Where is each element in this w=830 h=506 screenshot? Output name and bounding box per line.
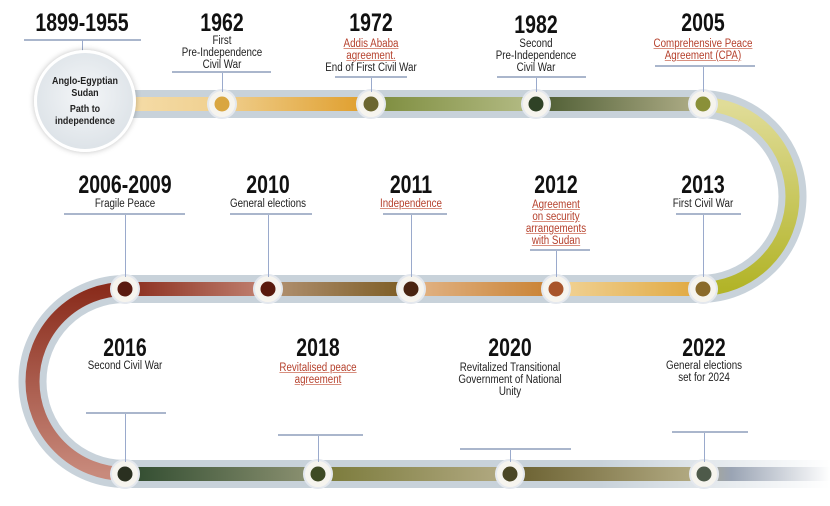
connector-bar: [497, 76, 586, 78]
connector-stem: [536, 78, 537, 92]
connector-stem: [703, 215, 704, 277]
timeline-node: [541, 274, 571, 304]
event-link[interactable]: Agreement (CPA): [664, 50, 742, 62]
node-dot: [117, 466, 133, 482]
connector-stem: [556, 251, 557, 277]
connector-bar: [676, 213, 741, 215]
event-link[interactable]: Comprehensive Peace: [653, 38, 753, 50]
event-description: Pre-Independence: [495, 50, 577, 62]
event-description: Second Civil War: [87, 360, 163, 372]
connector-stem: [411, 215, 412, 277]
connector-stem: [125, 215, 126, 277]
timeline-node: [207, 89, 237, 119]
event-description: Civil War: [202, 59, 242, 71]
node-dot: [403, 281, 419, 297]
connector-stem: [371, 78, 372, 92]
node-dot: [695, 281, 711, 297]
node-dot: [696, 466, 712, 482]
event-description: Second: [519, 38, 553, 50]
connector-bar: [64, 213, 185, 215]
event-year: 2022: [682, 334, 726, 362]
connector-bar: [278, 434, 363, 436]
event-description: set for 2024: [678, 372, 730, 384]
event-year: 2013: [681, 171, 725, 199]
timeline-node: [521, 89, 551, 119]
timeline-node: [688, 89, 718, 119]
event-link[interactable]: Revitalised peace: [279, 362, 357, 374]
event-description: End of First Civil War: [325, 62, 417, 74]
event-link[interactable]: agreement.: [346, 50, 396, 62]
timeline-node: [495, 459, 525, 489]
node-dot: [502, 466, 518, 482]
connector-bar: [655, 65, 755, 67]
event-year: 2020: [488, 334, 532, 362]
connector-stem: [703, 67, 704, 92]
event-description: Unity: [498, 386, 522, 398]
event-year: 2011: [389, 171, 433, 199]
event-year: 1982: [514, 11, 558, 39]
connector-stem: [125, 414, 126, 462]
event-description: General elections: [229, 198, 307, 210]
connector-bar: [460, 448, 571, 450]
event-link[interactable]: on security: [532, 211, 580, 223]
event-year: 2006-2009: [78, 171, 172, 199]
connector-bar: [335, 76, 407, 78]
node-dot: [528, 96, 544, 112]
node-dot: [695, 96, 711, 112]
connector-stem: [704, 433, 705, 462]
origin-connector-stem: [82, 40, 83, 52]
event-description: First: [212, 35, 232, 47]
connector-stem: [268, 215, 269, 277]
connector-stem: [318, 436, 319, 462]
timeline-node: [110, 274, 140, 304]
connector-stem: [222, 73, 223, 92]
connector-bar: [86, 412, 166, 414]
timeline-node: [303, 459, 333, 489]
origin-subtitle: Path to independence: [54, 103, 116, 127]
event-description: Pre-Independence: [181, 47, 263, 59]
event-year: 1972: [349, 9, 393, 37]
event-link[interactable]: with Sudan: [531, 235, 581, 247]
origin-circle: Anglo-Egyptian Sudan Path to independenc…: [34, 50, 136, 152]
event-link[interactable]: Agreement: [532, 199, 580, 211]
event-description: First Civil War: [672, 198, 734, 210]
event-year: 2018: [296, 334, 340, 362]
event-description: General elections: [665, 360, 743, 372]
connector-bar: [383, 213, 447, 215]
event-year: 2005: [681, 9, 725, 37]
event-description: Fragile Peace: [94, 198, 156, 210]
node-dot: [548, 281, 564, 297]
event-link[interactable]: Independence: [380, 198, 442, 210]
connector-bar: [172, 71, 271, 73]
node-dot: [214, 96, 230, 112]
event-link[interactable]: agreement: [294, 374, 342, 386]
node-dot: [310, 466, 326, 482]
event-year: 2016: [103, 334, 147, 362]
connector-stem: [510, 450, 511, 462]
origin-year: 1899-1955: [35, 9, 129, 37]
timeline-node: [396, 274, 426, 304]
event-link[interactable]: Addis Ababa: [343, 38, 399, 50]
timeline-node: [253, 274, 283, 304]
event-link[interactable]: arrangements: [525, 223, 587, 235]
timeline-node: [356, 89, 386, 119]
event-description: Government of National: [458, 374, 562, 386]
origin-title: Anglo-Egyptian Sudan: [52, 75, 118, 99]
event-description: Revitalized Transitional: [459, 362, 561, 374]
event-description: Civil War: [516, 62, 556, 74]
connector-bar: [672, 431, 748, 433]
timeline-node: [110, 459, 140, 489]
event-year: 2012: [534, 171, 578, 199]
event-year: 1962: [200, 9, 244, 37]
connector-bar: [530, 249, 590, 251]
connector-bar: [230, 213, 312, 215]
timeline-node: [688, 274, 718, 304]
node-dot: [117, 281, 133, 297]
node-dot: [260, 281, 276, 297]
event-year: 2010: [246, 171, 290, 199]
node-dot: [363, 96, 379, 112]
timeline-node: [689, 459, 719, 489]
